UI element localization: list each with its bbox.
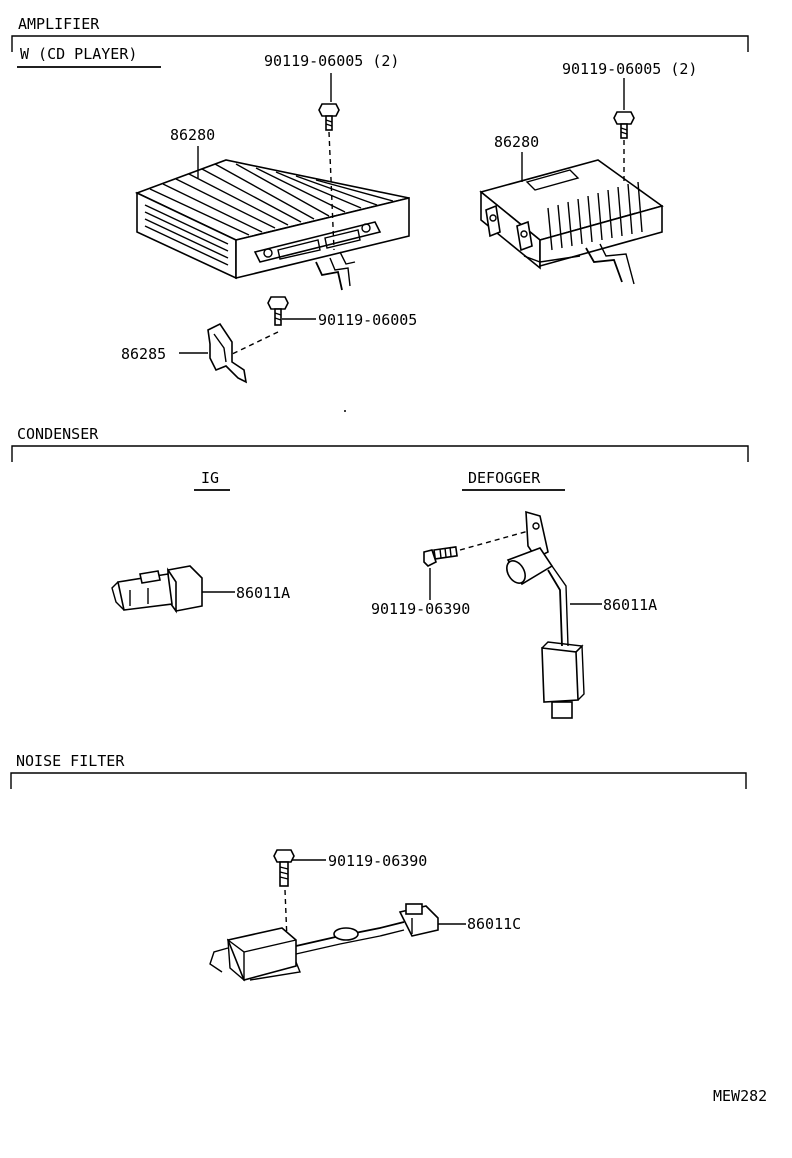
- condenser-defogger-title: DEFOGGER: [468, 469, 541, 487]
- amplifier-subtitle: W (CD PLAYER): [20, 45, 137, 63]
- part-label-amp-right: 86280: [494, 133, 539, 151]
- screw-right-top-icon: [613, 111, 635, 139]
- part-label-defogger-screw: 90119-06390: [371, 600, 470, 618]
- noise-filter-screw-icon: [273, 849, 295, 887]
- amplifier-bracket-line: [11, 35, 749, 52]
- condenser-section: CONDENSER IG DEFOGGER 86011A 90119-06390: [11, 410, 749, 719]
- part-label-screw-right-top: 90119-06005 (2): [562, 60, 697, 78]
- part-label-screw-left-top: 90119-06005 (2): [264, 52, 399, 70]
- condenser-ig-title: IG: [201, 469, 219, 487]
- defogger-screw-icon: [423, 546, 458, 567]
- part-label-amp-left: 86280: [170, 126, 215, 144]
- noise-filter-section: NOISE FILTER 90119-06390 86011C: [10, 752, 747, 982]
- part-label-defogger-condenser: 86011A: [603, 596, 657, 614]
- part-label-noise-filter: 86011C: [467, 915, 521, 933]
- ig-condenser-icon: [111, 565, 203, 614]
- part-label-ig-condenser: 86011A: [236, 584, 290, 602]
- screw-left-top-icon: [318, 103, 340, 131]
- part-label-bracket: 86285: [121, 345, 166, 363]
- diagram-code: MEW282: [713, 1087, 767, 1105]
- part-label-noise-filter-screw: 90119-06390: [328, 852, 427, 870]
- amplifier-section: AMPLIFIER W (CD PLAYER): [11, 15, 749, 384]
- defogger-condenser-icon: [506, 510, 585, 719]
- amplifier-right-drawing: [479, 159, 664, 285]
- condenser-bracket-line: [11, 445, 749, 462]
- noise-filter-icon: [209, 903, 439, 982]
- screw-bracket-icon: [267, 296, 289, 326]
- amplifier-title: AMPLIFIER: [18, 15, 100, 33]
- part-label-screw-bracket: 90119-06005: [318, 311, 417, 329]
- noise-filter-bracket-line: [10, 772, 747, 789]
- amplifier-left-drawing: [134, 159, 410, 291]
- noise-filter-title: NOISE FILTER: [16, 752, 125, 770]
- condenser-title: CONDENSER: [17, 425, 99, 443]
- bracket-icon: [207, 322, 248, 384]
